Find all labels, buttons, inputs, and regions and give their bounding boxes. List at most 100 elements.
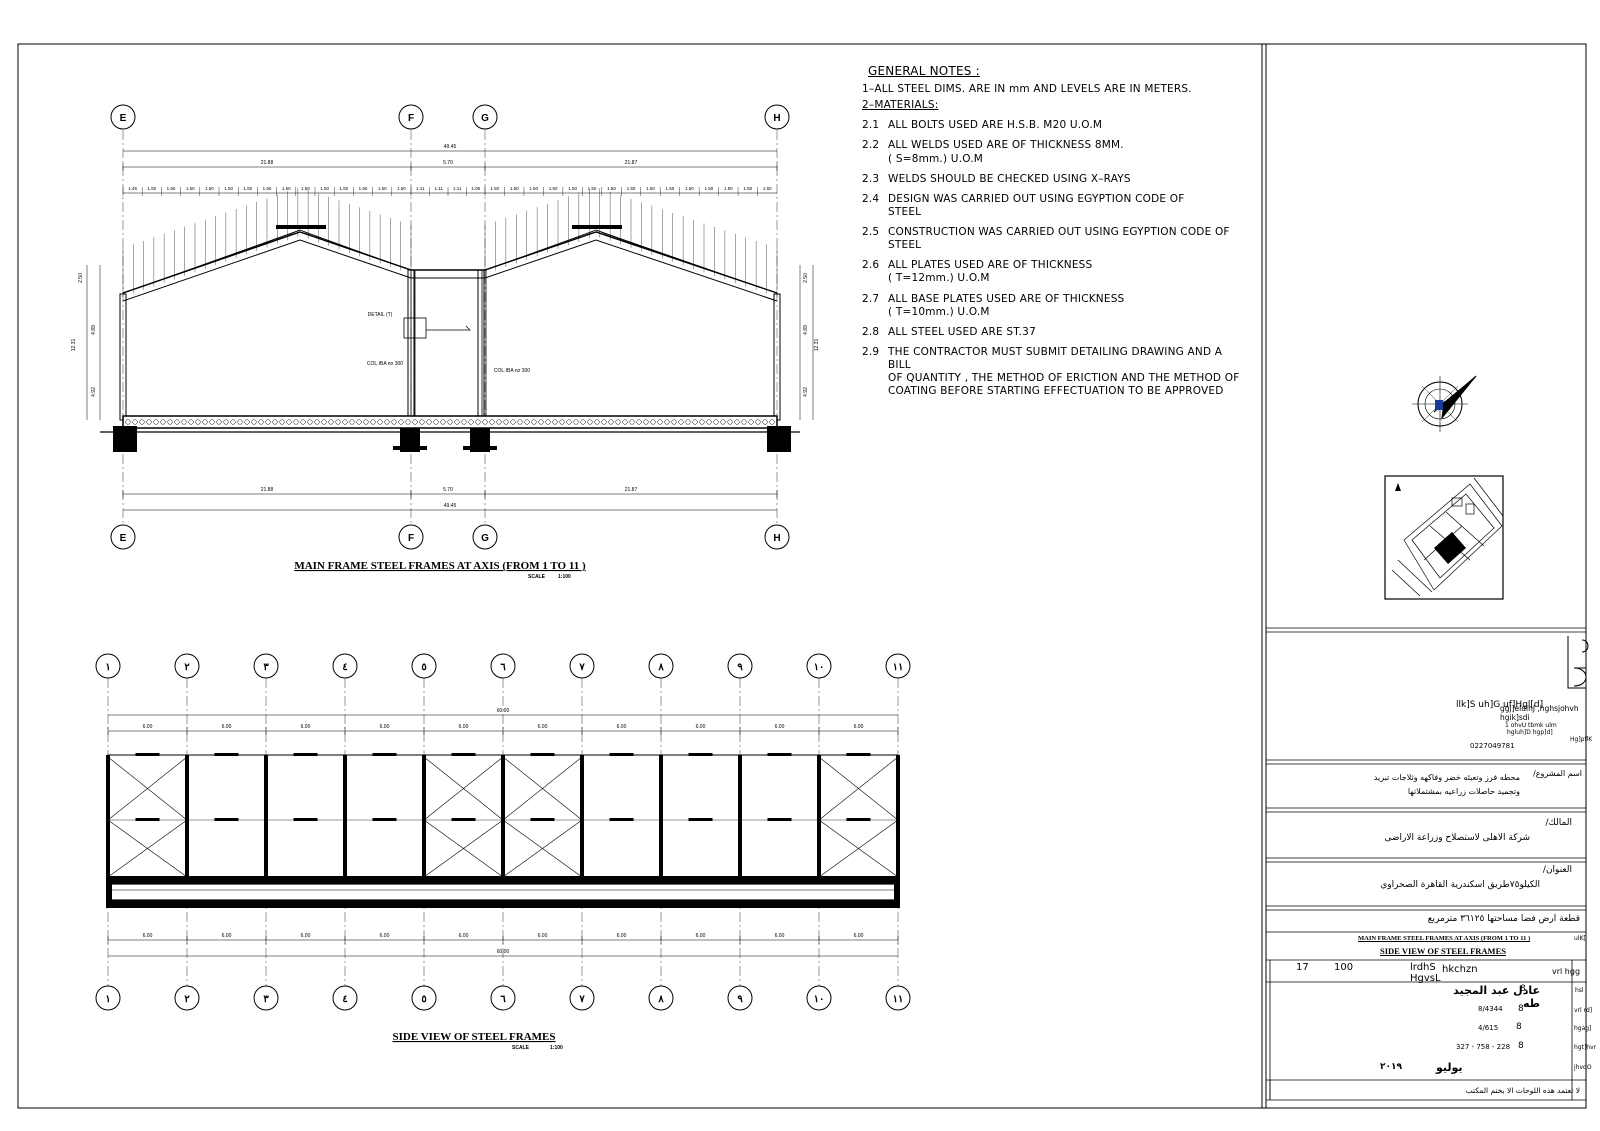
bracing-diagonal (502, 756, 583, 821)
gravel-hatch (384, 419, 390, 425)
gravel-hatch (734, 419, 740, 425)
gravel-hatch (720, 419, 726, 425)
ground-beam (108, 900, 898, 908)
sheet-label: hkchzn (1442, 964, 1478, 975)
sheet-number-label: vrl hgg (1552, 967, 1581, 976)
purlin-dim: 1.50 (685, 186, 694, 191)
purlin-tag (293, 818, 318, 821)
gravel-hatch (258, 419, 264, 425)
bracing-diagonal (818, 819, 899, 878)
dim-segment: 21.87 (625, 160, 638, 166)
purlin-tag (214, 753, 239, 756)
gravel-hatch (615, 419, 621, 425)
side-column (106, 755, 110, 879)
purlin-tag (688, 818, 713, 821)
gravel-hatch (153, 419, 159, 425)
gravel-hatch (160, 419, 166, 425)
general-notes: GENERAL NOTES : 1–ALL STEEL DIMS. ARE IN… (862, 64, 1242, 398)
side-column (422, 755, 426, 879)
purlin-tag (214, 818, 239, 821)
axis-label: ٥ (421, 662, 426, 673)
gravel-hatch (328, 419, 334, 425)
axis-label: F (408, 113, 414, 124)
bay-dim: 6.00 (301, 724, 311, 730)
end-wall (894, 876, 900, 908)
footing (113, 426, 137, 452)
axis-label: ٧ (578, 662, 585, 673)
gravel-hatch (370, 419, 376, 425)
bay-dim: 6.00 (459, 933, 469, 939)
purlin-tag (451, 818, 476, 821)
axis-label: ٩ (737, 662, 743, 673)
footing (767, 426, 791, 452)
axis-bubble (806, 985, 832, 1011)
owner-label: المالك/ (1545, 818, 1572, 828)
gravel-hatch (517, 419, 523, 425)
purlin-tag (451, 753, 476, 756)
purlin-tag (293, 753, 318, 756)
height-dim: 4.92 (803, 387, 809, 397)
gravel-hatch (125, 419, 131, 425)
gravel-hatch (454, 419, 460, 425)
gravel-hatch (349, 419, 355, 425)
note-number: 2.4 (862, 192, 880, 205)
note-text: DESIGN WAS CARRIED OUT USING EGYPTION CO… (888, 192, 1185, 218)
bay-dim: 6.00 (222, 933, 232, 939)
gravel-hatch (699, 419, 705, 425)
gravel-hatch (629, 419, 635, 425)
axis-bubble (398, 524, 424, 550)
axis-bubble (110, 524, 136, 550)
scale-label-a: lrdhS (1410, 962, 1436, 973)
purlin-dim: 1.50 (282, 186, 291, 191)
gravel-hatch (286, 419, 292, 425)
purlin-dim: 1.50 (320, 186, 329, 191)
gravel-hatch (405, 419, 411, 425)
engineer-index: 8 (1520, 984, 1526, 994)
side-view-title: SIDE VIEW OF STEEL FRAMES (392, 1031, 555, 1043)
purlin-dim: 1.11 (416, 186, 425, 191)
bay-dim: 6.00 (775, 933, 785, 939)
bay-dim: 6.00 (617, 933, 627, 939)
office-stamp-note: لا تعتمد هذه اللوحات الا بختم المكتب (1465, 1086, 1580, 1095)
steel-column (477, 269, 485, 421)
gravel-hatch (706, 419, 712, 425)
north-arrow-icon (1412, 375, 1477, 432)
gravel-hatch (573, 419, 579, 425)
side-column (580, 755, 584, 879)
gravel-hatch (503, 419, 509, 425)
gravel-hatch (510, 419, 516, 425)
height-dim: 12.31 (814, 339, 820, 352)
purlin-dim: 1.50 (263, 186, 272, 191)
note-number: 2.1 (862, 119, 880, 132)
gravel-hatch (244, 419, 250, 425)
engineer-name: عادل عبد المجيد طه (1453, 984, 1540, 1010)
sheet-border (17, 43, 1587, 1109)
registration-3-index: 8 (1518, 1041, 1524, 1051)
gravel-hatch (188, 419, 194, 425)
axis-bubble (398, 104, 424, 130)
purlin-tag (609, 818, 634, 821)
purlin-tag (372, 753, 397, 756)
gravel-hatch (223, 419, 229, 425)
bay-dim: 6.00 (380, 724, 390, 730)
axis-label: ٧ (578, 994, 585, 1005)
axis-label: ٢ (184, 662, 190, 673)
axis-label: ١١ (893, 662, 904, 673)
engineer-label: hsl (1575, 987, 1584, 994)
purlin-dim: 1.50 (378, 186, 387, 191)
axis-label: G (481, 113, 489, 124)
office-phone: 0227049781 (1470, 742, 1515, 750)
gravel-hatch (587, 419, 593, 425)
address-value: الكيلو٧٥طريق اسكندرية القاهرة الصحراوي (1380, 880, 1540, 890)
scale-value: 100 (1334, 962, 1354, 973)
bracing-diagonal (423, 756, 504, 821)
axis-bubble (253, 985, 279, 1011)
address-label: العنوان/ (1542, 865, 1572, 875)
gravel-hatch (461, 419, 467, 425)
gravel-hatch (314, 419, 320, 425)
note-number: 2.6 (862, 259, 880, 272)
gravel-hatch (552, 419, 558, 425)
gravel-hatch (146, 419, 152, 425)
